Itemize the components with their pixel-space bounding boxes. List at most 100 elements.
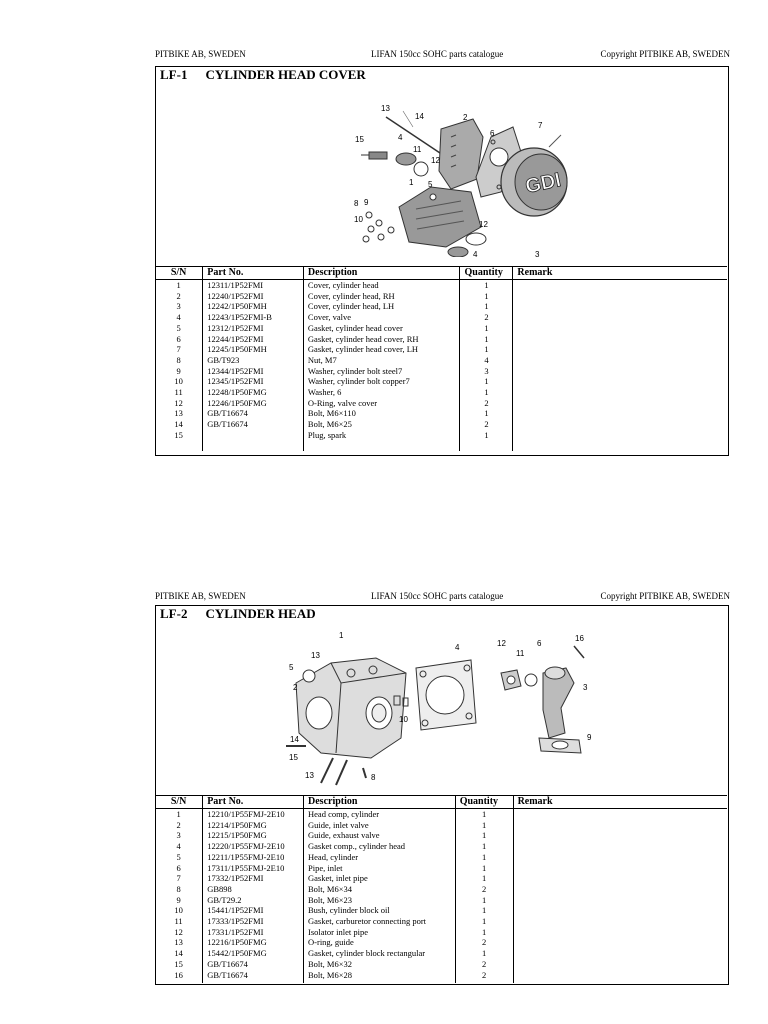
cell-description: Head, cylinder (303, 851, 456, 863)
cell-description: Bolt, M6×25 (302, 419, 460, 430)
cell-quantity: 1 (454, 916, 514, 927)
cell-description: O-Ring, valve cover (302, 397, 460, 409)
cell-description: Guide, inlet valve (303, 819, 456, 831)
svg-text:4: 4 (398, 133, 403, 142)
cell-part-no: GB/T29.2 (202, 894, 304, 906)
cell-remark (512, 408, 727, 420)
cell-description: Cover, valve (302, 312, 460, 323)
svg-text:6: 6 (490, 129, 495, 138)
cell-description: Bush, cylinder block oil (303, 905, 456, 917)
cell-description: Cover, cylinder head, RH (302, 290, 460, 302)
cell-sn: 7 (176, 873, 181, 884)
cell-quantity: 2 (454, 958, 514, 970)
cell-sn: 11 (174, 916, 183, 927)
col-part-no: Part No. (202, 266, 304, 280)
cell-description: Nut, M7 (302, 354, 460, 366)
col-description: Description (302, 266, 460, 280)
cell-remark (512, 905, 727, 917)
cell-remark (512, 808, 727, 820)
svg-text:14: 14 (415, 112, 424, 121)
cell-sn: 12 (174, 397, 183, 408)
svg-text:9: 9 (587, 733, 592, 742)
cell-quantity: 1 (454, 841, 514, 852)
cell-description: Bolt, M6×32 (303, 958, 456, 970)
cell-sn: 15 (174, 958, 183, 969)
cylinder-head-cover-diagram: GDI 13 14 2 6 7 15 4 11 12 1 5 8 (354, 104, 568, 257)
col-sn: S/N (155, 795, 203, 809)
cell-quantity: 1 (459, 290, 513, 302)
cell-sn: 2 (176, 290, 181, 301)
svg-text:11: 11 (516, 649, 525, 658)
cell-part-no: 12210/1P55FMJ-2E10 (202, 808, 304, 820)
cell-part-no: 12246/1P50FMG (202, 397, 304, 409)
cell-sn: 8 (176, 883, 181, 894)
svg-text:4: 4 (473, 250, 478, 257)
cell-description: Gasket, cylinder head cover (302, 322, 460, 334)
cell-quantity: 4 (459, 354, 513, 366)
cell-part-no: 12312/1P52FMI (202, 322, 304, 334)
cell-remark (512, 819, 727, 831)
cell-part-no: GB898 (202, 883, 304, 895)
cell-part-no: 12244/1P52FMI (202, 333, 304, 345)
cell-remark (512, 937, 727, 949)
cell-remark (512, 387, 727, 398)
cell-part-no: 17332/1P52FMI (202, 873, 304, 884)
table-filler-row (155, 440, 727, 451)
table-header-row: S/N Part No. Description Quantity Remark (155, 266, 727, 280)
cell-remark (512, 958, 727, 970)
cell-description: Bolt, M6×28 (303, 969, 456, 981)
cell-remark (512, 365, 727, 377)
cell-quantity: 2 (459, 397, 513, 409)
cell-quantity: 2 (454, 969, 514, 981)
cell-remark (512, 290, 727, 302)
svg-text:1: 1 (339, 631, 344, 640)
table-header-row: S/N Part No. Description Quantity Remark (155, 795, 727, 809)
cell-quantity: 1 (454, 819, 514, 831)
cell-description: Gasket, cylinder head cover, LH (302, 344, 460, 355)
cell-sn: 7 (176, 344, 181, 355)
header-left: PITBIKE AB, SWEDEN (155, 591, 246, 601)
cell-quantity: 1 (459, 376, 513, 388)
cell-description: Guide, exhaust valve (303, 830, 456, 842)
cell-sn: 1 (176, 809, 181, 819)
col-remark: Remark (512, 795, 727, 809)
cell-part-no: GB/T16674 (202, 419, 304, 430)
cell-sn: 2 (176, 819, 181, 830)
svg-text:5: 5 (428, 180, 433, 189)
cell-part-no: 12245/1P50FMH (202, 344, 304, 355)
section-title-text: CYLINDER HEAD COVER (205, 67, 366, 82)
cell-quantity: 1 (454, 873, 514, 884)
cell-part-no: 12248/1P50FMG (202, 387, 304, 398)
cell-part-no: GB/T16674 (202, 408, 304, 420)
cell-sn: 10 (174, 905, 183, 916)
cell-quantity: 2 (459, 312, 513, 323)
cell-part-no: 12211/1P55FMJ-2E10 (202, 851, 304, 863)
svg-text:8: 8 (371, 773, 376, 782)
cell-sn: 6 (176, 862, 181, 873)
header-right: Copyright PITBIKE AB, SWEDEN (600, 591, 731, 601)
cell-description: O-ring, guide (303, 937, 456, 949)
cell-quantity: 3 (459, 365, 513, 377)
cell-description: Washer, cylinder bolt copper7 (302, 376, 460, 388)
header-left: PITBIKE AB, SWEDEN (155, 49, 246, 59)
cell-remark (512, 344, 727, 355)
cell-sn: 12 (174, 926, 183, 937)
cell-part-no: 17331/1P52FMI (202, 926, 304, 938)
svg-text:4: 4 (455, 643, 460, 652)
cell-remark (512, 948, 727, 959)
cylinder-head-diagram: 1 13 5 2 4 12 11 6 16 10 14 3 15 13 8 9 (286, 631, 592, 786)
